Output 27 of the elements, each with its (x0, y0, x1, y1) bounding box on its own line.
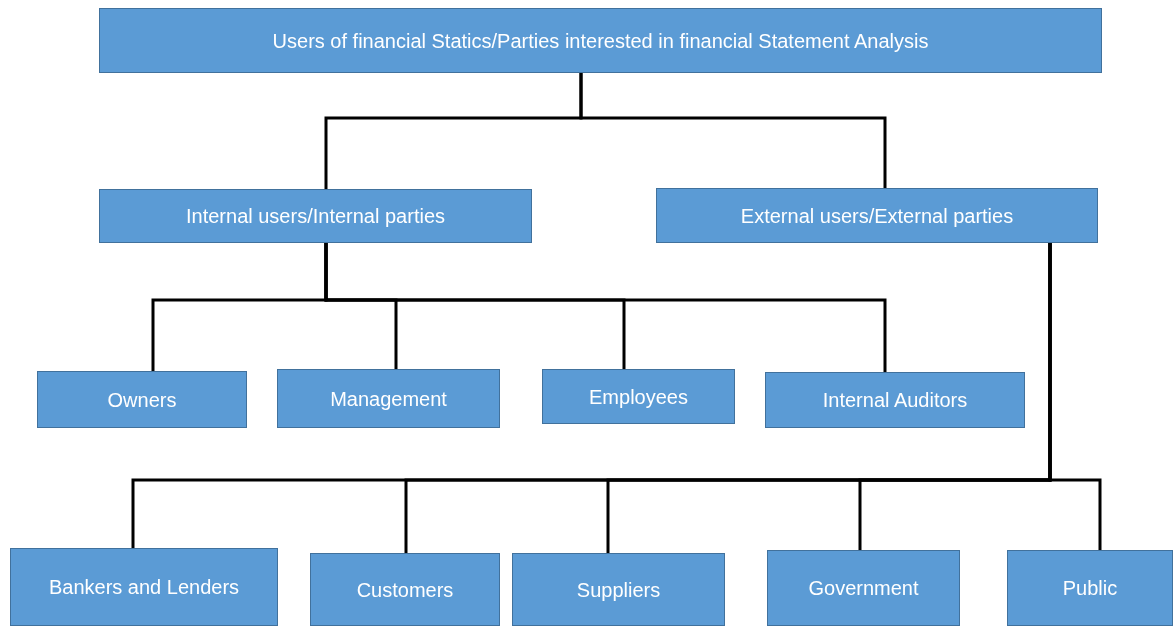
category-box (310, 553, 500, 626)
node-label: Suppliers (576, 577, 661, 603)
node-label: Owners (107, 387, 177, 413)
title-box (99, 8, 1102, 73)
node-label: Employees (589, 384, 688, 410)
category-box (99, 189, 532, 243)
node-label: Internal users/Internal parties (186, 204, 445, 229)
category-box (767, 550, 960, 626)
category-box (277, 369, 500, 428)
category-box (656, 188, 1098, 243)
category-box (10, 548, 278, 626)
node-label: Public (1062, 576, 1118, 601)
category-box (512, 553, 725, 626)
connector-line (1048, 243, 1102, 550)
node-label: Management (330, 386, 447, 412)
category-box (1007, 550, 1173, 626)
node-label: Internal Auditors (822, 388, 968, 413)
node-label: Customers (356, 577, 454, 603)
node-label: Bankers and Lenders (48, 575, 240, 600)
category-box (37, 371, 247, 428)
category-box (542, 369, 735, 424)
node-label: Users of financial Statics/Parties interested in financial Statement Analysis (272, 28, 929, 54)
node-label: External users/External parties (740, 203, 1014, 229)
node-label: Government (808, 576, 919, 601)
connector-line (324, 243, 887, 372)
connector-line (579, 73, 887, 188)
category-box (765, 372, 1025, 428)
